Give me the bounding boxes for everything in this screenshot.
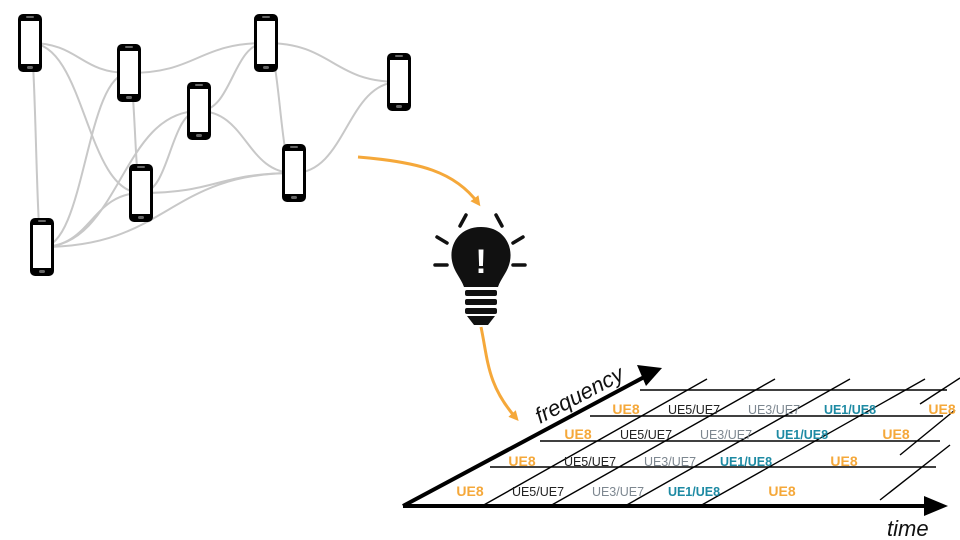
grid-cell-label: UE5/UE7 xyxy=(668,403,720,417)
grid-cell-label: UE5/UE7 xyxy=(512,485,564,499)
grid-axes xyxy=(402,365,948,516)
grid-column-line xyxy=(549,378,776,507)
smartphone-icon xyxy=(187,82,211,140)
smartphone-icon xyxy=(30,218,54,276)
network-link xyxy=(128,42,267,74)
network-link xyxy=(293,81,400,174)
smartphone-icon xyxy=(18,14,42,72)
grid-cell-label: UE5/UE7 xyxy=(564,455,616,469)
time-axis-label: time xyxy=(887,516,929,540)
grid-column-line xyxy=(919,377,960,405)
grid-cell-label: UE3/UE7 xyxy=(700,428,752,442)
grid-cell-label: UE8 xyxy=(830,453,857,469)
grid-cell-label: UE3/UE7 xyxy=(592,485,644,499)
grid-cell-label: UE8 xyxy=(564,426,591,442)
grid-column-line xyxy=(879,444,951,501)
grid-cell-label: UE8 xyxy=(508,453,535,469)
grid-cell-label: UE8 xyxy=(612,401,639,417)
grid-cell-label: UE3/UE7 xyxy=(748,403,800,417)
grid-cell-label: UE8 xyxy=(882,426,909,442)
network-link xyxy=(29,42,130,74)
smartphone-icon xyxy=(387,53,411,111)
frequency-axis-arrowhead xyxy=(637,365,662,386)
network-link xyxy=(41,72,130,248)
network-link xyxy=(41,110,200,248)
grid-cell-label: UE8 xyxy=(768,483,795,499)
grid-column-line xyxy=(699,378,926,507)
network-link xyxy=(29,42,142,194)
grid-column-line xyxy=(899,409,956,456)
grid-column-line xyxy=(624,378,851,507)
network-links xyxy=(29,42,400,248)
frequency-axis xyxy=(402,373,649,508)
grid-cell-label: UE1/UE8 xyxy=(668,485,720,499)
lightbulb-exclamation: ! xyxy=(475,243,486,281)
smartphone-icon xyxy=(282,144,306,202)
grid-cell-label: UE3/UE7 xyxy=(644,455,696,469)
network-link xyxy=(265,42,400,83)
smartphone-icon xyxy=(129,164,153,222)
lightbulb-icon: ! xyxy=(433,213,527,325)
network-devices xyxy=(18,14,411,276)
grid-cell-label: UE8 xyxy=(456,483,483,499)
arrow-network-to-idea xyxy=(357,155,481,207)
network-link xyxy=(29,42,43,248)
device-network xyxy=(18,14,411,276)
grid-cell-label: UE5/UE7 xyxy=(620,428,672,442)
smartphone-icon xyxy=(117,44,141,102)
time-axis-arrowhead xyxy=(924,496,948,516)
grid-column-line xyxy=(481,378,708,507)
network-link xyxy=(140,172,295,194)
grid-lines xyxy=(481,377,960,507)
grid-cell-label: UE1/UE8 xyxy=(824,403,876,417)
arrow-idea-to-schedule xyxy=(479,326,519,422)
grid-cell-label: UE8 xyxy=(928,401,955,417)
grid-cell-label: UE1/UE8 xyxy=(776,428,828,442)
network-link xyxy=(198,110,295,174)
smartphone-icon xyxy=(254,14,278,72)
grid-cell-label: UE1/UE8 xyxy=(720,455,772,469)
